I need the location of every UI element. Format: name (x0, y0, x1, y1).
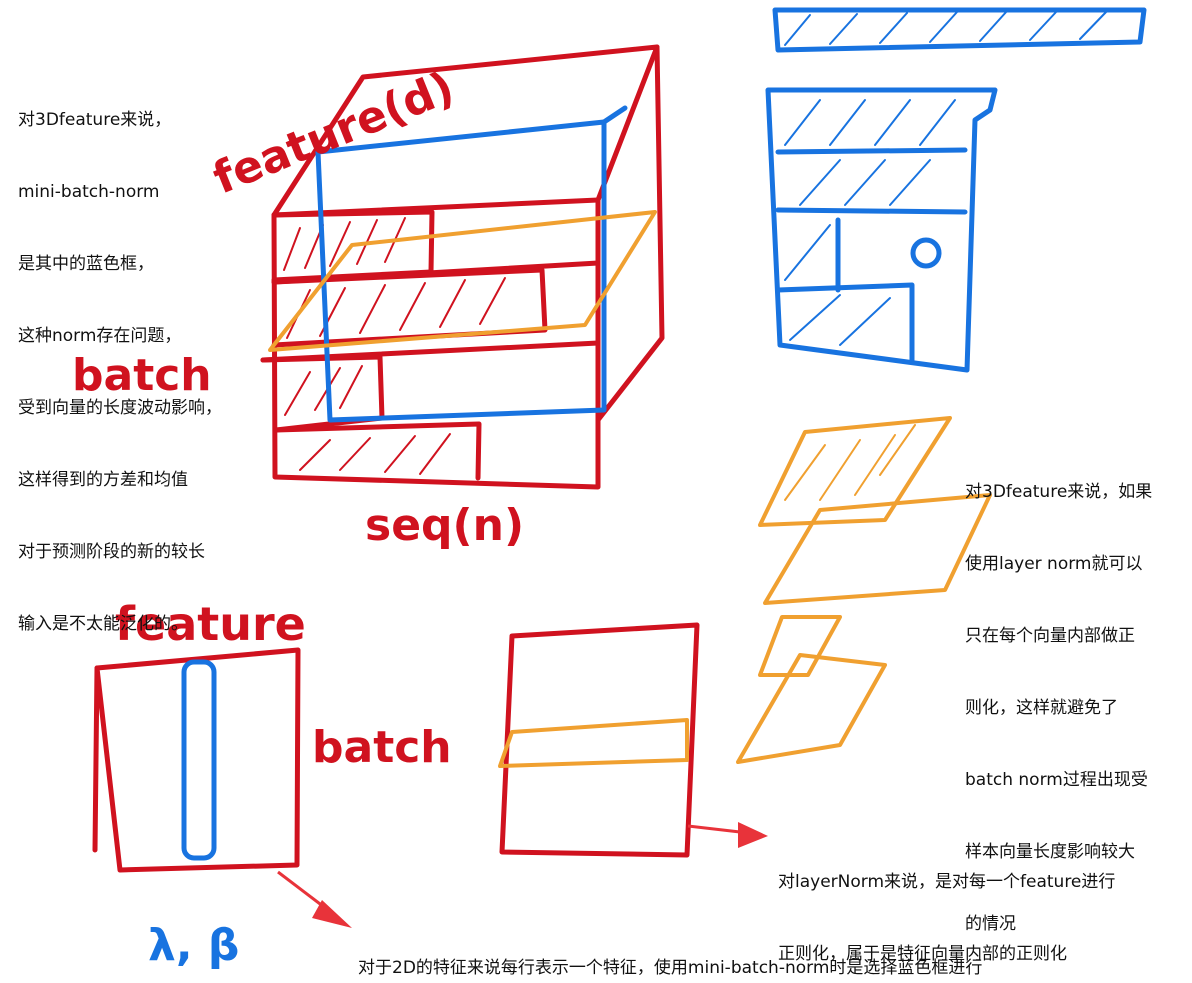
note-line: batch norm过程出现受 (965, 770, 1148, 790)
note-line: 则化，这样就避免了 (965, 698, 1118, 718)
note-line: 这样得到的方差和均值 (18, 470, 188, 490)
note-layernorm-3d: 对3Dfeature来说，如果 使用layer norm就可以 只在每个向量内部… (965, 432, 1152, 960)
note-line: 对3Dfeature来说， (18, 110, 172, 130)
square-2d-layernorm (498, 622, 700, 858)
note-layernorm-2d: 对layerNorm来说，是对每一个feature进行 正则化，属于是特征向量内… (778, 822, 1115, 983)
note-line: 正则化，属于是特征向量内部的正则化 (778, 944, 1067, 964)
arrow-to-layernorm-note (687, 822, 768, 848)
note-line: 受到向量的长度波动影响， (18, 398, 222, 418)
note-line: mini-batch-norm (18, 182, 160, 202)
arrow-to-batchnorm-note (277, 870, 352, 928)
params-label: λ, β (148, 920, 239, 971)
note-batchnorm-3d: 对3Dfeature来说， mini-batch-norm 是其中的蓝色框， 这… (18, 60, 222, 660)
blue-hatched-shape (765, 7, 1147, 373)
note-line: 使用layer norm就可以 (965, 554, 1143, 574)
note-line: 对layerNorm来说，是对每一个feature进行 (778, 872, 1116, 892)
note-line: 输入是不太能泛化的。 (18, 614, 188, 634)
note-line: 样本向量长度影响较大 (965, 842, 1135, 862)
square-2d-batchnorm (92, 647, 301, 873)
cube-3d (260, 44, 665, 490)
note-line: 只在每个向量内部做正 (965, 626, 1135, 646)
cube-feature-label: feature(d) (206, 62, 461, 205)
square-batch-label: batch (312, 722, 452, 773)
note-line: 对于2D的特征来说每行表示一个特征，使用mini-batch-norm时是选择蓝… (358, 958, 983, 978)
note-line: 对于预测阶段的新的较长 (18, 542, 205, 562)
square-feature-label: feature (115, 597, 306, 651)
cube-batch-label: batch (72, 350, 212, 401)
note-line: 的情况 (965, 914, 1016, 934)
note-line: 对3Dfeature来说，如果 (965, 482, 1153, 502)
note-line: 这种norm存在问题， (18, 326, 182, 346)
note-line: 是其中的蓝色框， (18, 254, 154, 274)
orange-layer-planes (736, 416, 992, 764)
cube-seq-label: seq(n) (365, 500, 524, 551)
note-batchnorm-2d: 对于2D的特征来说每行表示一个特征，使用mini-batch-norm时是选择蓝… (358, 908, 982, 983)
